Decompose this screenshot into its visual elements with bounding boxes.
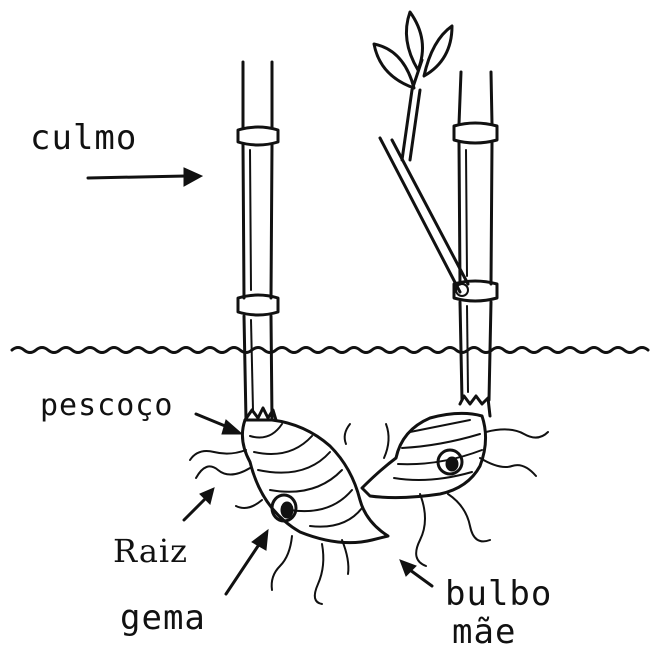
left-culm xyxy=(238,62,278,420)
label-raiz: Raiz xyxy=(113,532,188,570)
arrow-raiz xyxy=(184,488,214,520)
arrow-culmo xyxy=(88,168,202,186)
label-mae: mãe xyxy=(452,612,516,652)
leaf-right xyxy=(424,26,452,76)
leaf-middle xyxy=(406,12,422,70)
arrow-bulbo-mae xyxy=(400,560,432,586)
label-pescoco: pescoço xyxy=(40,388,173,423)
label-gema: gema xyxy=(120,598,206,638)
branch-with-leaves xyxy=(374,12,468,296)
label-bulbo: bulbo xyxy=(445,574,552,614)
right-culm xyxy=(454,72,497,400)
label-culmo: culmo xyxy=(30,118,137,158)
ground-line xyxy=(12,348,648,353)
arrow-pescoco xyxy=(196,414,242,434)
arrow-gema xyxy=(226,530,268,594)
right-rhizome xyxy=(362,396,490,498)
left-rhizome xyxy=(242,408,388,543)
